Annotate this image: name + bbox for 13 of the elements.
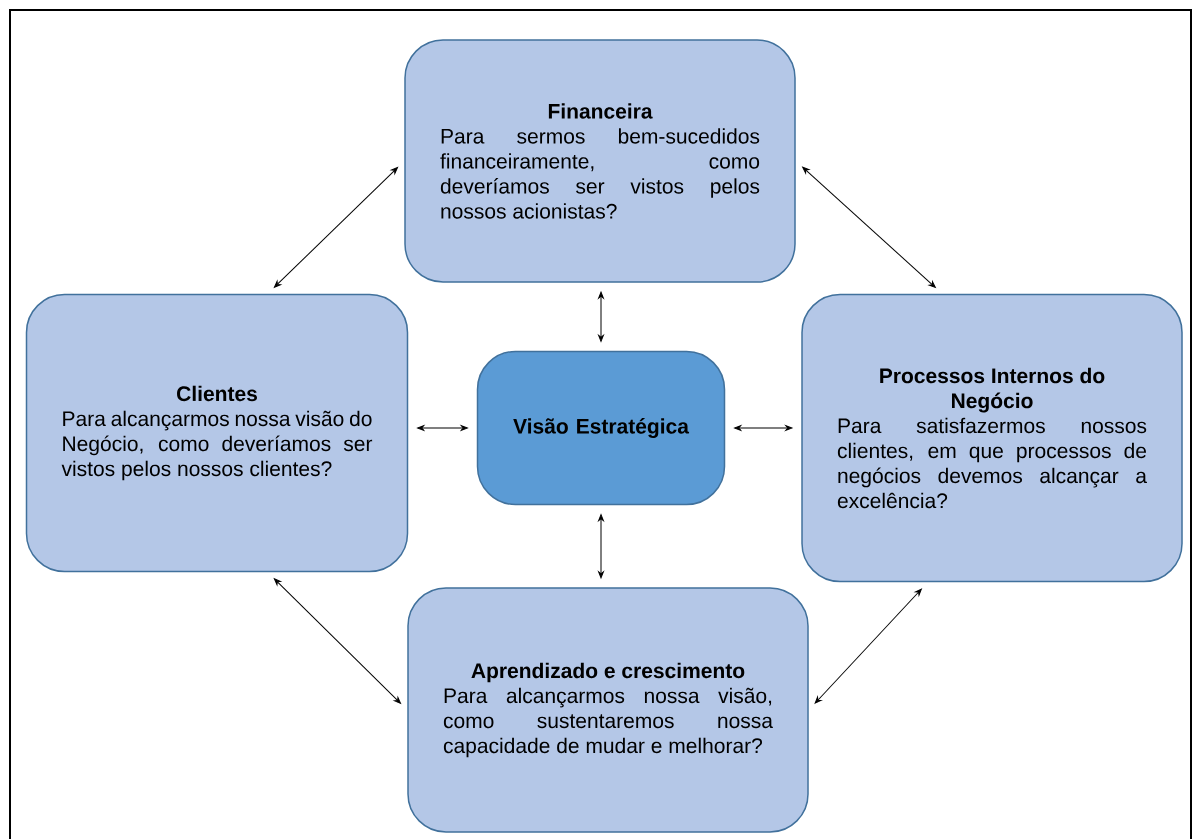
strategy-box: Visão Estratégica	[476, 350, 726, 506]
arrow	[273, 578, 402, 704]
arrow	[417, 425, 468, 431]
arrow	[802, 166, 936, 288]
arrow	[273, 167, 399, 288]
arrow	[734, 425, 793, 431]
perspective-box: Processos Internos do Negócio Para satisfazermos nossos clientes, em que processos de negócios devemos alcançar a excelência?	[801, 293, 1183, 583]
arrow	[598, 514, 604, 579]
arrow	[814, 588, 922, 704]
perspective-box: Aprendizado e crescimento Para alcançarmos nossa visão, como sustentaremos nossa capacidade de mudar e melhorar?	[407, 587, 809, 833]
perspective-box: Financeira Para sermos bem-sucedidos financeiramente, como deveríamos ser vistos pelos nossos acionistas?	[404, 39, 796, 283]
arrow	[598, 291, 604, 342]
perspective-box: Clientes Para alcançarmos nossa visão do Negócio, como deveríamos ser vistos pelos nossos clientes?	[25, 293, 409, 573]
